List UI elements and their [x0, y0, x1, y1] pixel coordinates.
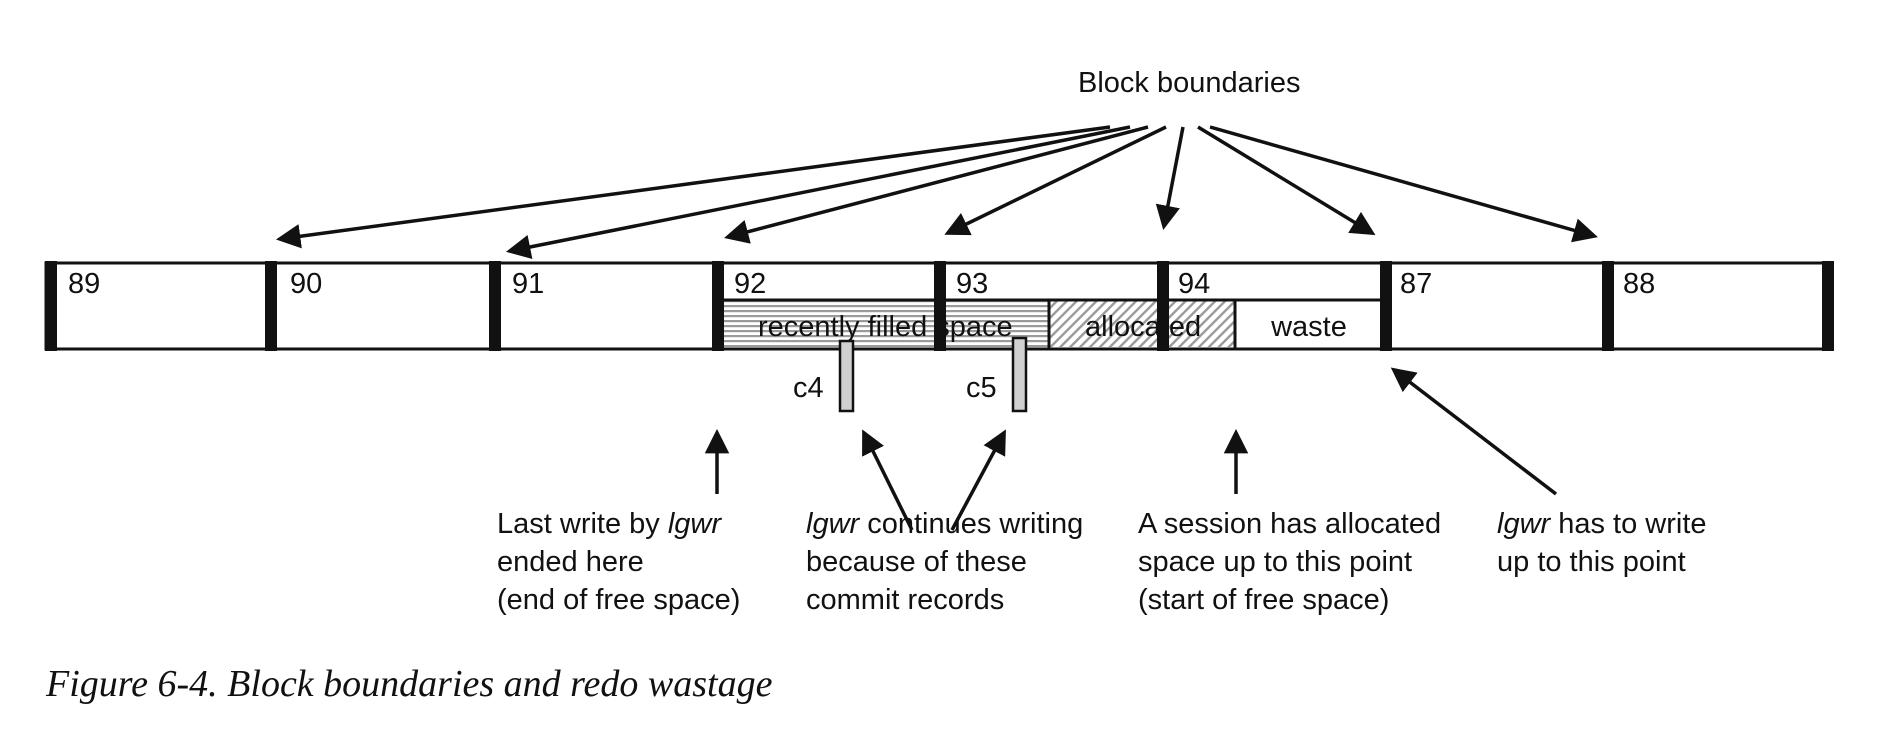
- svg-text:space up to this point: space up to this point: [1138, 546, 1412, 578]
- continues-arrow-c4: [862, 429, 914, 531]
- annotation-continues-writing: lgwr continues writing because of these …: [806, 508, 1083, 616]
- continues-arrow-c5: [950, 429, 1006, 531]
- svg-text:lgwr has to write: lgwr has to write: [1497, 508, 1707, 540]
- block-number: 90: [290, 268, 322, 300]
- figure-caption: Figure 6-4. Block boundaries and redo wa…: [46, 662, 772, 706]
- commit-marker-c4: [838, 339, 855, 413]
- svg-text:up to this point: up to this point: [1497, 546, 1686, 578]
- annotation-has-to-write: lgwr has to write up to this point: [1497, 508, 1707, 578]
- svg-text:A session has allocated: A session has allocated: [1138, 508, 1441, 540]
- figure-label: Figure 6-4.: [46, 663, 218, 705]
- annotation-last-write: Last write by lgwr ended here (end of fr…: [497, 508, 740, 616]
- block-boundaries-label: Block boundaries: [1078, 67, 1300, 99]
- recently-filled-label: recently filled space: [758, 311, 1013, 343]
- block-number: 87: [1400, 268, 1432, 300]
- block-number: 92: [734, 268, 766, 300]
- boundary-arrow-91: [505, 125, 1131, 260]
- waste-region: [1235, 300, 1382, 347]
- commit-marker-c5: [1011, 336, 1028, 413]
- boundary-arrow-88: [1209, 125, 1598, 243]
- commit-label-c5: c5: [966, 372, 997, 404]
- allocated-label: allocated: [1085, 311, 1201, 343]
- boundary-arrows: [275, 125, 1598, 260]
- has-to-write-arrow: [1390, 367, 1558, 496]
- boundary-arrow-94: [1155, 126, 1185, 231]
- boundary-arrow-87: [1197, 125, 1376, 236]
- svg-text:ended here: ended here: [497, 546, 644, 578]
- block-separators: [45, 261, 1834, 351]
- boundary-arrow-92: [724, 125, 1149, 244]
- figure-caption-text: Block boundaries and redo wastage: [227, 663, 773, 705]
- svg-text:(end of free space): (end of free space): [497, 584, 740, 616]
- svg-text:commit records: commit records: [806, 584, 1004, 616]
- allocated-region: [1049, 300, 1235, 347]
- boundary-arrow-93: [944, 125, 1167, 236]
- boundary-arrow-90: [275, 125, 1111, 249]
- annotation-session-allocated: A session has allocated space up to this…: [1138, 508, 1441, 616]
- svg-text:because of these: because of these: [806, 546, 1027, 578]
- block-number: 94: [1178, 268, 1210, 300]
- block-number: 91: [512, 268, 544, 300]
- block-number: 93: [956, 268, 988, 300]
- block-number: 89: [68, 268, 100, 300]
- svg-text:Last write by lgwr: Last write by lgwr: [497, 508, 722, 540]
- block-number: 88: [1623, 268, 1655, 300]
- svg-text:lgwr continues writing: lgwr continues writing: [806, 508, 1083, 540]
- recently-filled-region: [724, 300, 1049, 347]
- svg-text:(start of free space): (start of free space): [1138, 584, 1389, 616]
- waste-label: waste: [1270, 311, 1347, 343]
- commit-label-c4: c4: [793, 372, 824, 404]
